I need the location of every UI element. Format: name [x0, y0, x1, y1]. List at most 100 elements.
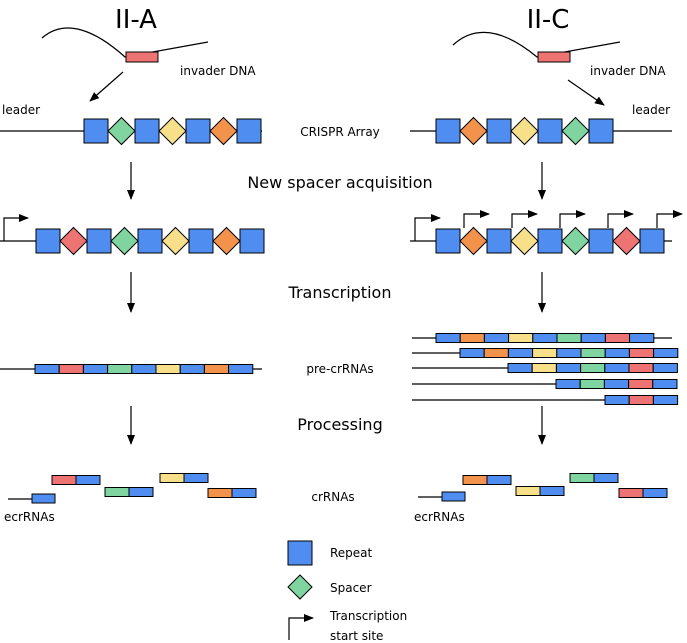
transcript-repeat-segment [82, 364, 109, 374]
transcript-repeat-segment [604, 363, 630, 373]
pre-crrna-left [34, 364, 254, 374]
transcript-repeat-segment [604, 395, 630, 405]
transcript-repeat-segment [629, 333, 655, 343]
repeat-block [83, 118, 109, 144]
spacer-orange [459, 226, 488, 256]
transcript-repeat-segment [179, 364, 205, 374]
legend-repeat-label: Repeat [330, 546, 373, 560]
repeat-block [134, 118, 160, 144]
spacer-orange [459, 116, 488, 146]
crispr-array-right-initial [435, 116, 614, 146]
crrna-spacer-yellow [159, 473, 185, 483]
transcript-repeat-segment [507, 363, 533, 373]
crrna-spacer-orange [207, 488, 233, 498]
spacer-yellow [510, 226, 539, 256]
crrna-repeat [642, 488, 668, 498]
repeat-block [486, 228, 512, 254]
transcript-repeat-segment [131, 364, 157, 374]
legend-repeat-icon [287, 540, 313, 566]
spacer-yellow [510, 116, 539, 146]
pre-crrna-right-set [412, 333, 679, 405]
pre-crrnas-label: pre-crRNAs [306, 362, 373, 376]
transcript-repeat-segment [532, 333, 558, 343]
repeat-block [185, 118, 211, 144]
transcript-repeat-segment [228, 364, 254, 374]
repeat-block [239, 228, 265, 254]
transcript-spacer-orange [483, 348, 509, 358]
crrna-spacer-orange [462, 475, 488, 485]
ecrrna-right-repeat [441, 491, 466, 502]
legend-tss-icon [288, 614, 314, 640]
crispr-array-label: CRISPR Array [300, 125, 380, 139]
title-ii-c: II-C [527, 5, 570, 35]
spacer-green [561, 226, 590, 256]
transcript-spacer-red [604, 333, 631, 343]
transcript-spacer-yellow [508, 333, 534, 343]
legend-tss-label-line2: start site [330, 629, 383, 643]
transcript-repeat-segment [556, 348, 582, 358]
crrna-repeat [183, 473, 209, 483]
leader-right-label: leader [632, 103, 670, 117]
crrna-spacer-yellow [515, 486, 541, 496]
transcript-repeat-segment [483, 333, 510, 343]
transcript-spacer-green [580, 348, 606, 358]
promoter-right-arrow-6 [656, 210, 683, 228]
invader-left-arrow [89, 71, 124, 102]
transcript-spacer-green [579, 379, 605, 389]
spacer-red [59, 226, 88, 256]
promoter-right-arrow-1 [414, 214, 441, 241]
repeat-block [188, 228, 214, 254]
repeat-block [435, 118, 461, 144]
transcript-repeat-segment [652, 363, 678, 373]
spacer-red [612, 226, 641, 256]
repeat-block [435, 228, 461, 254]
repeat-block [537, 228, 563, 254]
repeat-block [588, 228, 614, 254]
transcript-repeat-segment [34, 364, 60, 374]
crrna-repeat [75, 475, 101, 485]
transcript-spacer-orange [459, 333, 485, 343]
spacer-green [110, 226, 139, 256]
step-processing-label: Processing [297, 415, 382, 434]
transcript-spacer-red [628, 379, 654, 389]
repeat-block [86, 228, 112, 254]
invader-protospacer-right [537, 51, 571, 63]
spacer-green [107, 116, 136, 146]
transcript-repeat-segment [435, 333, 461, 343]
crrna-repeat [231, 488, 257, 498]
transcript-repeat-segment [652, 379, 678, 389]
ecrrna-left-repeat [31, 493, 56, 504]
legend-spacer-icon [287, 574, 313, 600]
crrnas-label: crRNAs [311, 490, 354, 504]
crrna-spacer-green [569, 473, 595, 483]
transcript-repeat-segment [459, 348, 485, 358]
invader-right-arrow [567, 79, 605, 106]
step-acquisition-label: New spacer acquisition [247, 173, 432, 192]
ecrrnas-left-label: ecrRNAs [4, 510, 55, 524]
transcript-repeat-segment [555, 363, 582, 373]
transcript-spacer-orange [203, 364, 230, 374]
transcript-spacer-green [107, 364, 133, 374]
invader-dna-right-label: invader DNA [590, 64, 666, 78]
spacer-orange [209, 116, 238, 146]
crrna-spacer-red [618, 488, 644, 498]
transcript-repeat-segment [652, 395, 679, 405]
crrna-repeat [128, 487, 154, 497]
legend-tss-label-line1: Transcription [329, 609, 407, 623]
spacer-yellow [158, 116, 187, 146]
promoter-right-arrow-3 [511, 210, 538, 228]
invader-protospacer-left [125, 51, 159, 63]
transcript-spacer-red [628, 395, 654, 405]
ecrrnas-right-label: ecrRNAs [414, 510, 465, 524]
invader-dna-right-strand [452, 31, 621, 58]
repeat-block [588, 118, 614, 144]
spacer-green [561, 116, 590, 146]
repeat-block [537, 118, 563, 144]
transcript-repeat-segment [555, 379, 581, 389]
promoter-left-arrow [3, 214, 29, 241]
repeat-block [35, 228, 61, 254]
crrnas-right [462, 473, 668, 498]
crrna-spacer-green [104, 487, 130, 497]
transcript-spacer-red [58, 364, 84, 374]
